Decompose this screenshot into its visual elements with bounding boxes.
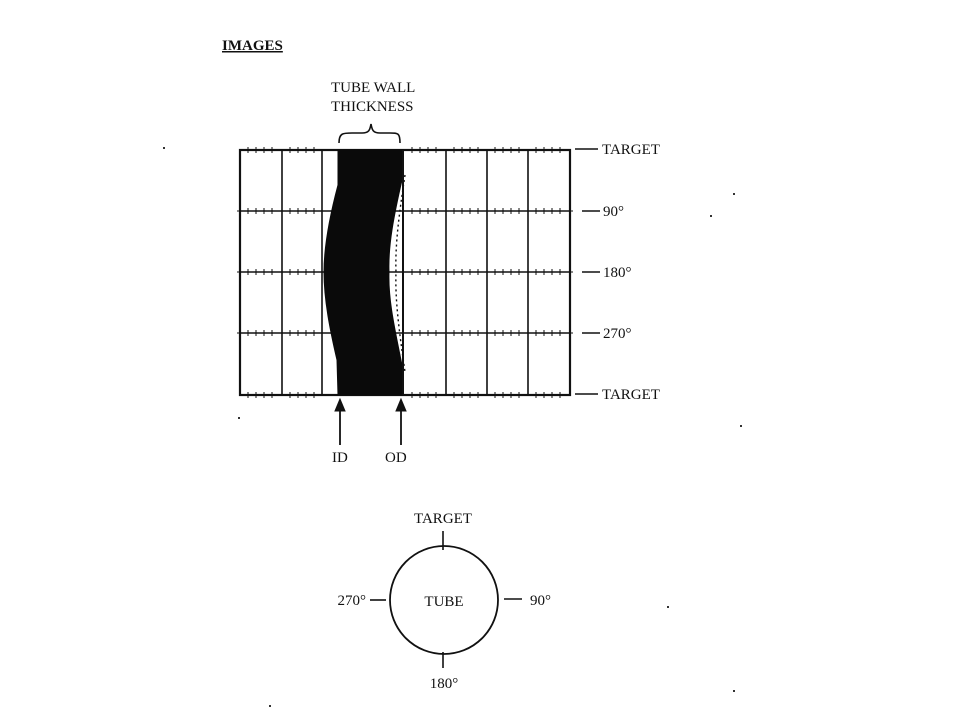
id-od-arrows [334,397,407,445]
id-arrowhead [334,397,346,412]
grid-ticks-270 [247,330,561,336]
page-heading: IMAGES [222,38,283,54]
tube-label-left: 270° [338,593,367,609]
grid-edge-ticks [237,210,573,334]
od-dotted-trace [395,174,406,373]
tube-label-bottom: 180° [430,676,459,692]
tube-label-top: TARGET [414,511,472,527]
grid-ticks-180 [247,269,561,275]
row-label-90: 90° [603,204,624,220]
row-label-target-top: TARGET [602,142,660,158]
scan-noise-specks [163,147,742,707]
tube-label-right: 90° [530,593,551,609]
tube-center-label: TUBE [424,594,463,610]
scan-grid [237,147,573,398]
od-label: OD [385,450,407,466]
id-label: ID [332,450,348,466]
row-label-270: 270° [603,326,632,342]
grid-ticks-bottom [247,392,561,398]
row-label-leaders [575,148,600,395]
bracket-label-line1: TUBE WALL [331,80,415,96]
od-arrowhead [395,397,407,412]
grid-ticks-90 [247,208,561,214]
row-label-target-bottom: TARGET [602,387,660,403]
bracket-label-line2: THICKNESS [331,99,414,115]
row-label-180: 180° [603,265,632,281]
grid-ticks-top [247,147,561,153]
tube-circle [389,545,499,655]
thickness-bracket [338,123,401,144]
